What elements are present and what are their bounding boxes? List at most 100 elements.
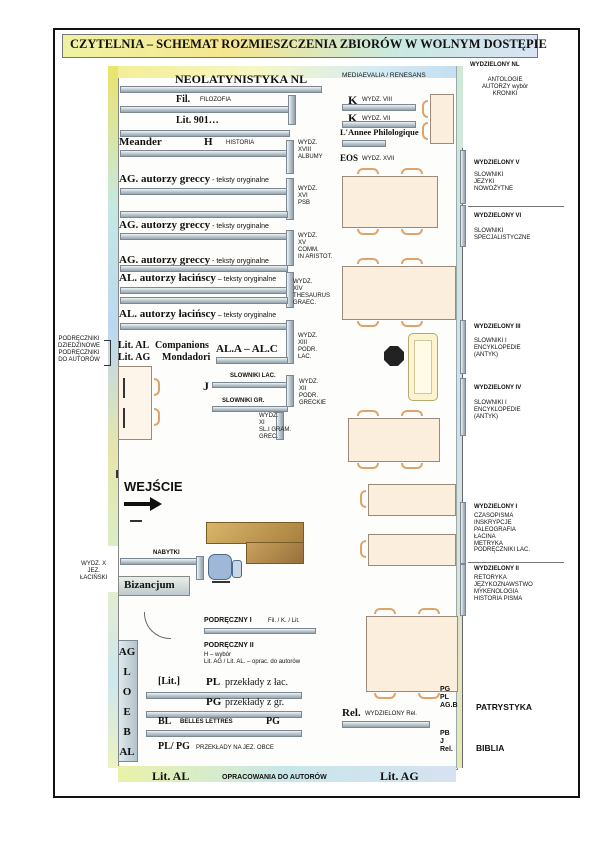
office-chair-arm: [232, 560, 242, 578]
side-letter: AL: [119, 746, 135, 758]
pl-pg-label: PL/ PG: [158, 741, 190, 752]
meander-label: Meander: [119, 136, 162, 148]
left-wall-line-2: [123, 408, 125, 428]
side-letter: E: [123, 706, 131, 718]
belles-lettres-label: BELLES LETTRES: [180, 719, 233, 725]
bottom-lit-al: Lit. AL: [152, 769, 190, 783]
al2-top-shelf: [120, 297, 288, 304]
ag3-label: AG. autorzy greccy - teksty oryginalne: [119, 255, 269, 266]
center-table-3: [348, 418, 440, 462]
ag2-shelf: [120, 233, 288, 240]
wydz-xviii-label: WYDZ. XVIII ALBUMY: [298, 140, 323, 160]
table-chair: [422, 122, 428, 140]
entrance-sill: [130, 520, 142, 522]
table-chair: [357, 168, 379, 174]
wydz-vi-head: WYDZIELONY VI: [474, 213, 522, 219]
ag1-sub: - teksty oryginalne: [210, 177, 269, 184]
wydz-nl-head: WYDZIELONY NL: [470, 62, 520, 68]
historia-label: HISTORIA: [226, 140, 255, 146]
slowniki-lac-shelf: [212, 382, 288, 388]
right-shelf-iii: [460, 320, 466, 374]
patrystyka-label: PATRYSTYKA: [476, 702, 533, 712]
al1-label: AL. autorzy łacińscy – teksty oryginalne: [119, 273, 276, 284]
wydz-iv-head: WYDZIELONY IV: [474, 385, 522, 391]
al1-vertical-shelf: [286, 272, 294, 308]
nabytki-label: NABYTKI: [153, 550, 180, 556]
al2-sub: – teksty oryginalne: [215, 312, 277, 319]
podreczny-i-shelf: [204, 628, 316, 634]
center-table-5: [368, 534, 456, 566]
sl-gram-vertical-shelf: [276, 412, 284, 440]
wydz-x-label: WYDZ. X JEZ. ŁACIŃSKI: [80, 561, 108, 581]
ag1-vertical-shelf: [286, 178, 294, 220]
wydz-xi-label: WYDZ. XI SL.I GRAM. GREC.: [259, 413, 292, 440]
ala-alc-label: AL.A – AL.C: [216, 343, 278, 355]
wydz-xii-label: WYDZ. XII PODR. GRECKIE: [299, 379, 327, 406]
map-frame: [53, 28, 580, 798]
right-wall-line: [462, 148, 463, 768]
filozofia-label: FILOZOFIA: [200, 97, 232, 103]
upper-right-table: [430, 94, 454, 144]
eos-label: EOS: [340, 153, 359, 163]
right-shelf-vi: [460, 205, 466, 247]
bl-shelf: [146, 730, 302, 737]
pb-j-rel-stack: PB J Rel.: [440, 730, 453, 754]
rel-label: Rel.: [342, 707, 361, 719]
bottom-lit-ag: Lit. AG: [380, 769, 419, 783]
entrance-label: WEJŚCIE: [124, 479, 183, 494]
ag2-sub: - teksty oryginalne: [210, 223, 269, 230]
center-table-4: [368, 484, 456, 516]
table-chair: [357, 463, 379, 469]
wydz-xiii-label: WYDZ. XIII PODR. LAC.: [298, 333, 318, 360]
nabytki-shelf: [120, 558, 202, 565]
pg-shelf: [146, 711, 302, 718]
mondadori-label: Mondadori: [162, 352, 211, 363]
bizancjum-box: [118, 576, 190, 596]
wydz-nl-body: ANTOLOGIE AUTORZY wybór KRONIKI: [482, 77, 529, 97]
bl-label: BL: [158, 716, 172, 727]
ag2-top-shelf: [120, 211, 288, 218]
table-chair: [418, 693, 440, 699]
ag1-shelf: [120, 188, 288, 195]
fil-shelf: [120, 106, 290, 113]
al2-vertical-shelf: [286, 320, 294, 364]
table-chair: [401, 258, 423, 264]
center-table-2: [342, 266, 456, 320]
wydz-ii-body: RETORYKA JĘZYKOZNAWSTWO MYKENOLOGIA HIST…: [474, 575, 533, 602]
wydz-iv-body: SLOWNIKI I ENCYKLOPEDIE (ANTYK): [474, 400, 521, 420]
historia-shelf: [120, 150, 288, 157]
center-table-6: [366, 616, 458, 692]
pl-shelf: [146, 692, 302, 699]
pl-label: PL: [206, 676, 221, 688]
companions-label: Companions: [155, 340, 209, 351]
mediaevalia-label: MEDIAEVALIA / RENESANS: [342, 72, 426, 79]
k2-shelf: [342, 121, 416, 128]
ag2-vertical-shelf: [286, 230, 294, 266]
j-label: J: [203, 379, 209, 393]
ag2-label: AG. autorzy greccy - teksty oryginalne: [119, 220, 269, 231]
service-desk-wing: [246, 542, 304, 564]
side-letter: B: [123, 726, 131, 738]
al1-shelf: [120, 287, 288, 294]
annee-label: L'Annee Philologique: [340, 127, 419, 137]
right-shelf-iv: [460, 378, 466, 436]
pg2-label: PG: [266, 716, 280, 727]
slowniki-lac-label: SLOWNIKI LAC.: [230, 373, 276, 379]
neolatinistyka-shelf: [120, 86, 322, 93]
left-lower-shelf: [118, 640, 138, 762]
table-chair: [401, 410, 423, 416]
table-chair: [360, 490, 366, 508]
table-chair: [401, 321, 423, 327]
side-letter: O: [122, 686, 132, 698]
table-chair: [418, 608, 440, 614]
nabytki-vertical-shelf: [196, 556, 204, 580]
table-chair: [422, 100, 428, 118]
al1-sub: – teksty oryginalne: [215, 276, 277, 283]
ag1-title: AG. autorzy greccy: [119, 173, 211, 185]
przeklady-obce-label: PRZEKŁADY NA JEZ. OBCE: [196, 745, 274, 751]
podreczny-i-sub: Fil. / K. / Lit.: [268, 618, 300, 624]
left-wall-strip: [108, 66, 118, 546]
slowniki-vertical-shelf: [286, 375, 294, 407]
lit-bracket-label: [Lit.]: [158, 676, 180, 687]
neolatinistyka-label: NEOLATYNISTYKA NL: [175, 72, 308, 86]
